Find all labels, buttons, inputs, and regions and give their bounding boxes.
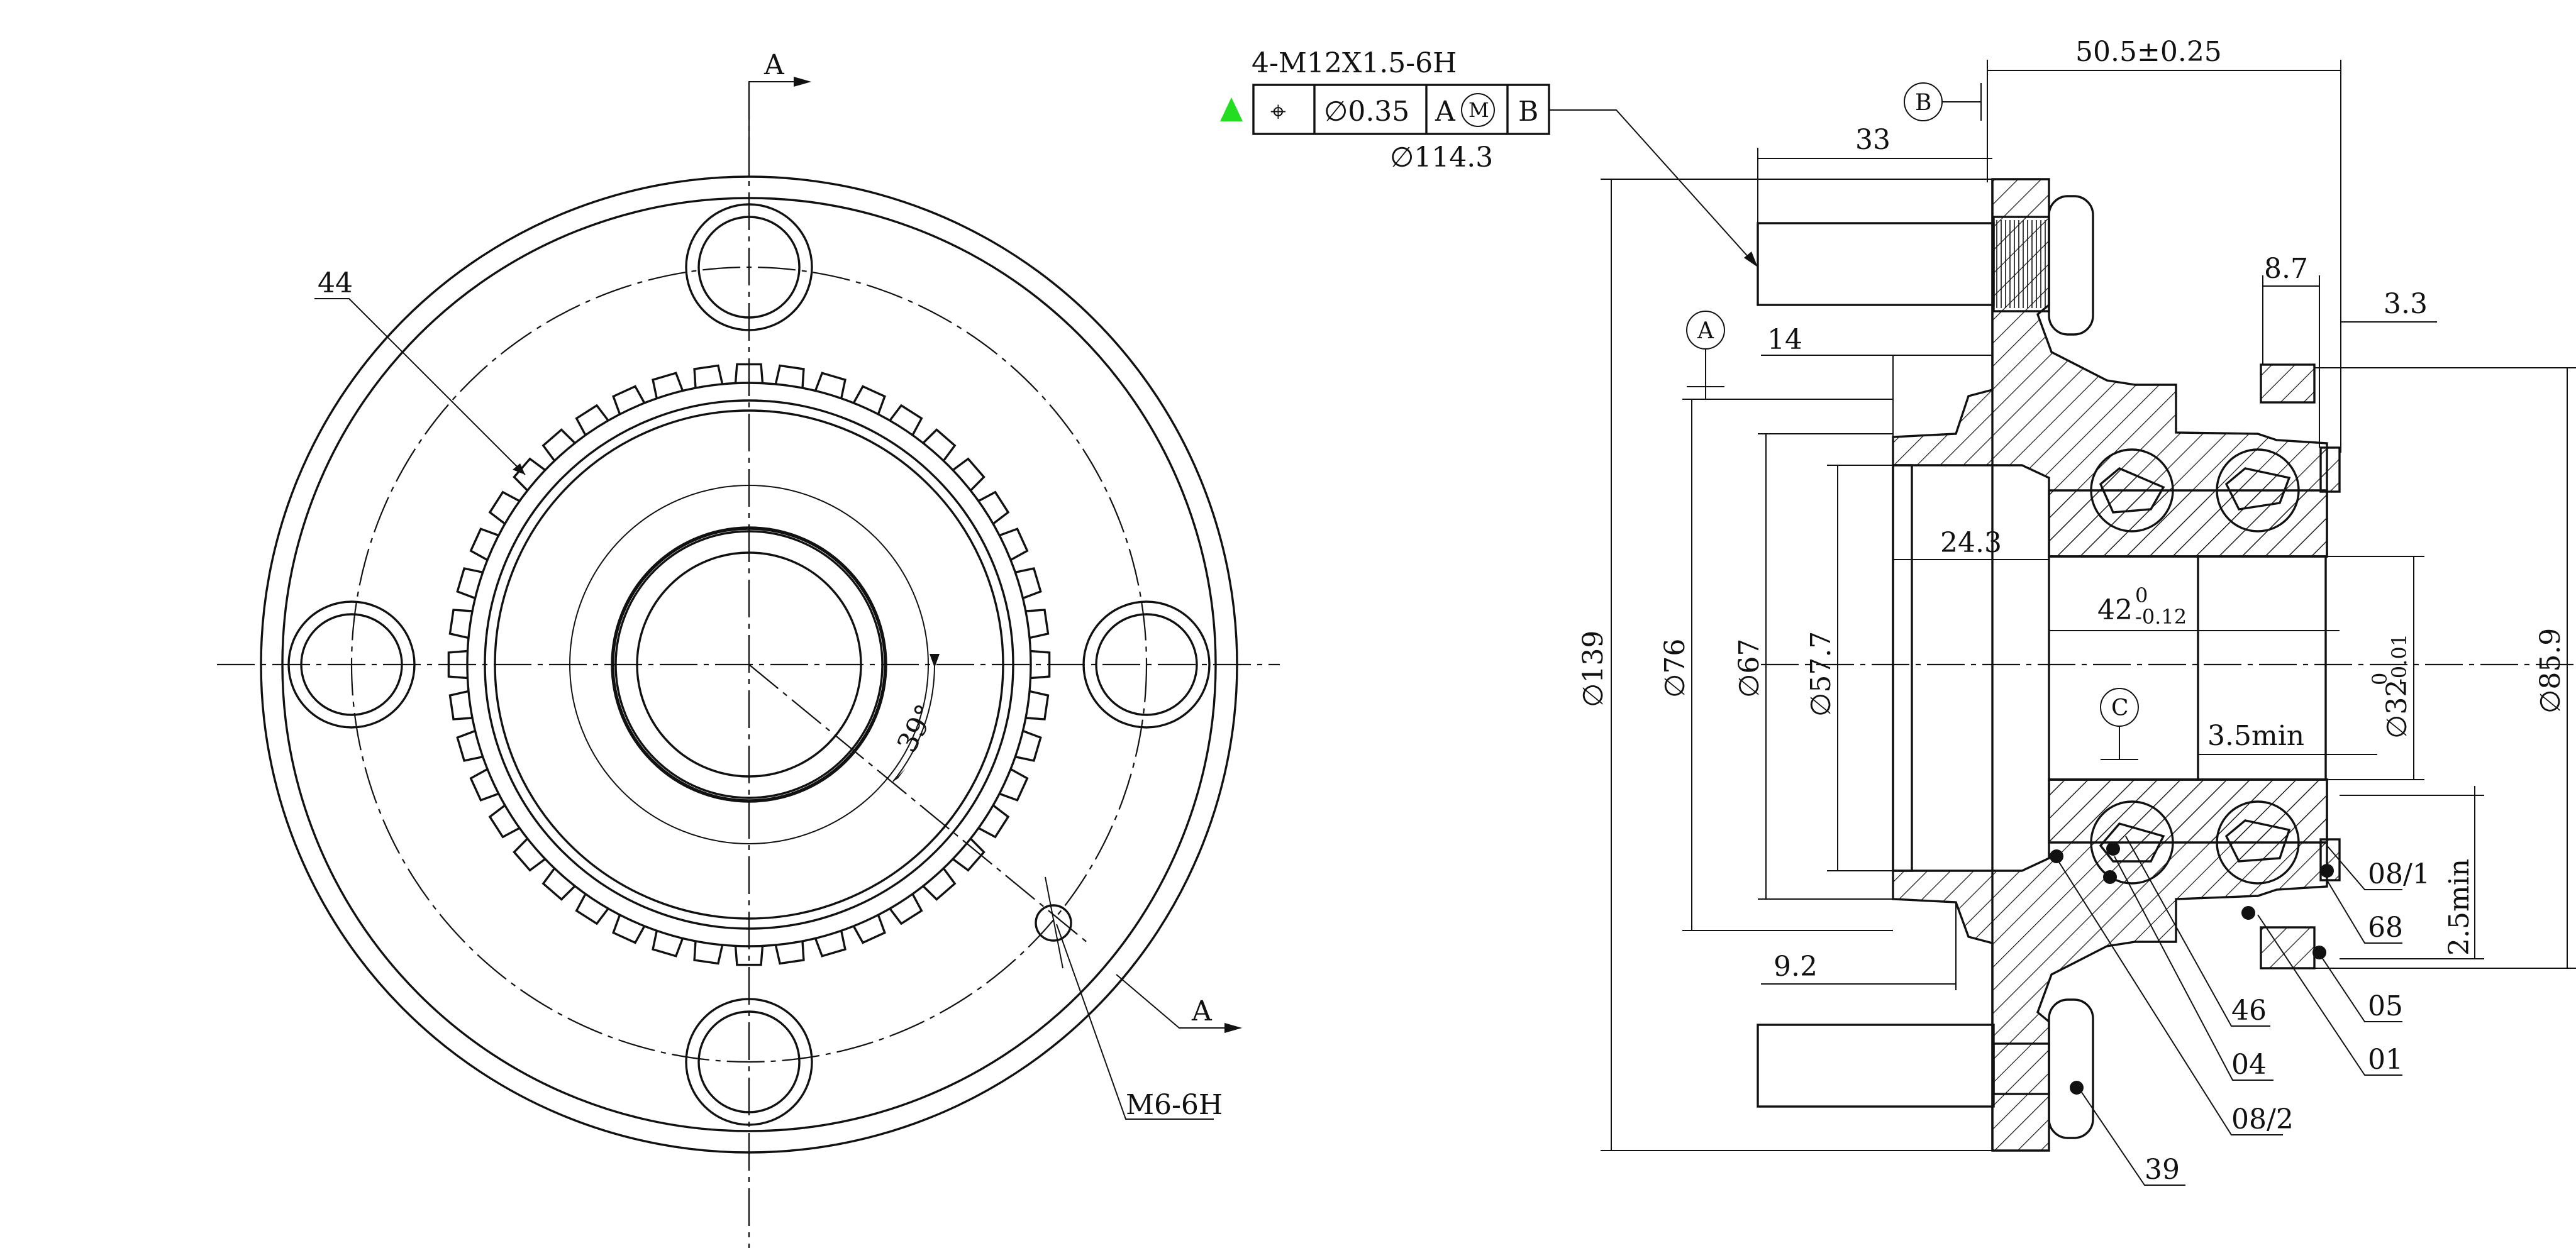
callout-68: 68 bbox=[2368, 912, 2403, 944]
weld-dots bbox=[2050, 842, 2334, 1095]
datum-b-label: B bbox=[1915, 90, 1931, 116]
tone-ring-tooth bbox=[447, 363, 1051, 966]
datum-c-label: C bbox=[2111, 695, 2129, 721]
datum-a-label: A bbox=[1697, 318, 1714, 344]
dim-3-3: 3.3 bbox=[2384, 288, 2428, 320]
hub-body-lower bbox=[1892, 778, 2328, 1152]
thread-label: 4-M12X1.5-6H bbox=[1252, 47, 1457, 79]
position-symbol: ⌖ bbox=[1270, 96, 1286, 128]
datum-primary-ref: A bbox=[1435, 96, 1456, 128]
section-mark-bottom bbox=[1116, 974, 1233, 1029]
flange-inner-circle bbox=[281, 197, 1217, 1132]
bearing-ball-4 bbox=[2216, 800, 2300, 885]
bolt-holes bbox=[287, 203, 1211, 1126]
dim-8-7: 8.7 bbox=[2264, 253, 2308, 285]
section-mark-bottom-label: A bbox=[1191, 995, 1213, 1027]
stud-head-upper bbox=[2048, 195, 2094, 336]
callout-04: 04 bbox=[2231, 1049, 2267, 1081]
bolt-pitch-circle bbox=[350, 266, 1148, 1063]
hub-ring-inner-circle bbox=[494, 409, 1004, 920]
pcd-label: ∅114.3 bbox=[1390, 141, 1493, 174]
part-callouts: 08/1 68 05 01 04 46 08/2 39 bbox=[2056, 836, 2430, 1186]
hub-bore-inner-circle bbox=[636, 551, 862, 778]
abs-ring-upper bbox=[2260, 363, 2316, 404]
flange-outer-circle bbox=[260, 175, 1238, 1154]
dim-42-tol-upper: 0 bbox=[2135, 583, 2148, 607]
section-mark-top bbox=[748, 81, 805, 176]
pilot-bore bbox=[1892, 464, 1913, 872]
dimensions: 50.5±0.25 33 B A 14 8.7 3.3 24.3 42 0 bbox=[1577, 36, 2576, 1151]
seal-upper bbox=[2319, 446, 2341, 493]
dim-42-tol-lower: -0.12 bbox=[2135, 605, 2187, 629]
tone-ring-teeth bbox=[447, 363, 1051, 966]
dim-42: 42 bbox=[2097, 594, 2133, 626]
abs-ring-lower bbox=[2260, 926, 2316, 969]
dim-dia-139: ∅139 bbox=[1577, 631, 1609, 707]
hub-bore-outer-circle bbox=[612, 527, 886, 802]
section-view bbox=[1757, 178, 2576, 1152]
dim-2-5min: 2.5min bbox=[2443, 859, 2475, 956]
m6-hole-circle bbox=[1035, 904, 1072, 942]
teeth-count-leader bbox=[314, 298, 526, 475]
callout-01: 01 bbox=[2368, 1044, 2403, 1076]
bearing-ball-3 bbox=[2090, 800, 2174, 885]
feature-control-frame: 4-M12X1.5-6H ⌖ ∅0.35 A M B ∅114.3 bbox=[1220, 47, 1758, 267]
pilot-circle bbox=[611, 526, 887, 803]
stud-knurl-lines bbox=[1996, 220, 2046, 308]
dim-dia-85-9: ∅85.9 bbox=[2534, 628, 2567, 714]
callout-08-1: 08/1 bbox=[2368, 858, 2430, 890]
marker-triangle bbox=[1220, 97, 1243, 121]
callout-08-2: 08/2 bbox=[2231, 1103, 2294, 1135]
callout-05: 05 bbox=[2368, 990, 2403, 1022]
stud-head-lower bbox=[2048, 998, 2094, 1139]
dim-14: 14 bbox=[1767, 324, 1802, 356]
dim-stud-length: 33 bbox=[1855, 124, 1890, 156]
callout-39: 39 bbox=[2145, 1154, 2180, 1186]
position-tolerance: ∅0.35 bbox=[1324, 96, 1409, 128]
dim-dia-32-tol-upper: 0 bbox=[2368, 673, 2392, 685]
m6-leader bbox=[1056, 924, 1214, 1120]
m6-radial-line bbox=[748, 664, 1089, 944]
angle-arrow bbox=[930, 654, 940, 668]
callout-46: 46 bbox=[2231, 995, 2267, 1027]
front-view: 39° 44 M6-6H A A bbox=[217, 49, 1280, 1248]
modifier-ref: M bbox=[1468, 98, 1489, 122]
dim-dia-57-7: ∅57.7 bbox=[1805, 631, 1837, 717]
hub-step-circle bbox=[569, 485, 929, 844]
dim-dia-76: ∅76 bbox=[1659, 639, 1691, 698]
m6-label: M6-6H bbox=[1126, 1089, 1223, 1121]
dim-dia-32: ∅32 bbox=[2381, 680, 2413, 739]
bearing-outer-race-upper bbox=[2048, 489, 2328, 558]
teeth-count-label: 44 bbox=[318, 267, 353, 299]
dim-3-5min: 3.5min bbox=[2207, 720, 2304, 752]
hub-middle-circle bbox=[614, 530, 884, 799]
datum-secondary-ref: B bbox=[1518, 96, 1538, 128]
wheel-stud-lower bbox=[1757, 1024, 1995, 1108]
wheel-stud-upper bbox=[1757, 222, 1995, 306]
angle-label: 39° bbox=[891, 699, 943, 758]
dim-9-2: 9.2 bbox=[1774, 951, 1818, 983]
hub-ring-circle bbox=[484, 399, 1014, 930]
tone-ring-root-circle bbox=[466, 382, 1032, 947]
section-mark-top-label: A bbox=[763, 49, 785, 81]
bearing-ball-2 bbox=[2216, 448, 2300, 533]
bearing-ball-1 bbox=[2090, 448, 2174, 533]
dim-dia-32-tol-lower: -0.01 bbox=[2387, 634, 2411, 685]
angle-arc bbox=[892, 664, 935, 782]
dim-24-3: 24.3 bbox=[1940, 527, 2002, 559]
dim-overall-length: 50.5±0.25 bbox=[2075, 36, 2222, 68]
dim-dia-67: ∅67 bbox=[1733, 639, 1765, 698]
fcf-leader bbox=[1549, 109, 1755, 265]
